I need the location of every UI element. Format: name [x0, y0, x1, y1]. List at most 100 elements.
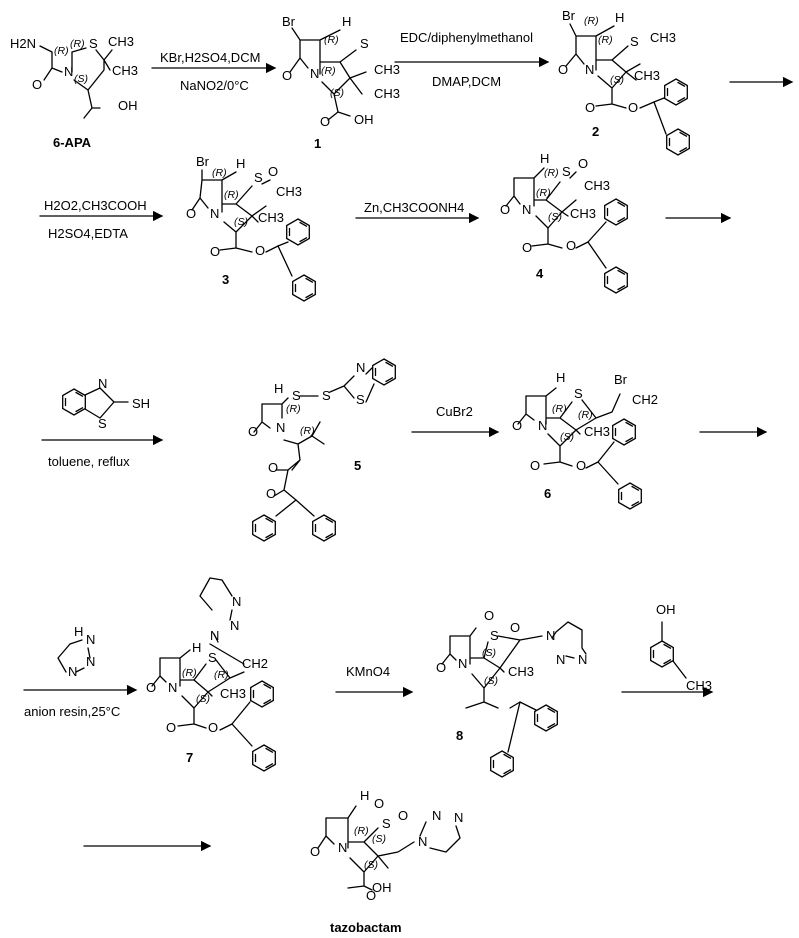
svg-text:O: O [628, 100, 638, 115]
svg-text:H: H [74, 624, 83, 639]
svg-text:CH2: CH2 [242, 656, 268, 671]
svg-text:Br: Br [196, 154, 210, 169]
svg-text:CH3: CH3 [112, 63, 138, 78]
svg-text:(S): (S) [372, 833, 386, 845]
compound-2: Br (R) H (R) S CH3 N O (S) CH3 O O 2 [558, 8, 690, 156]
svg-text:O: O [374, 796, 384, 811]
svg-text:(R): (R) [354, 825, 369, 837]
compound-8: O S O (S) N O (S) CH3 N N N 8 [436, 608, 587, 778]
svg-text:(R): (R) [54, 45, 69, 57]
svg-text:6-APA: 6-APA [53, 135, 92, 150]
svg-text:N: N [585, 62, 594, 77]
svg-text:O: O [32, 77, 42, 92]
svg-text:7: 7 [186, 750, 193, 765]
svg-text:(S): (S) [74, 73, 88, 85]
svg-text:N: N [168, 680, 177, 695]
reaction-arrow-7: H N N N anion resin,25°C [23, 624, 138, 719]
svg-text:O: O [522, 240, 532, 255]
svg-text:S: S [98, 416, 107, 431]
svg-text:H: H [360, 788, 369, 803]
svg-text:(R): (R) [324, 34, 339, 46]
svg-text:N: N [68, 664, 77, 679]
compound-tazobactam: H O S O (R) (S) N O (S) O OH N N N tazob… [310, 788, 463, 935]
svg-text:(R): (R) [286, 403, 301, 415]
svg-text:Br: Br [282, 14, 296, 29]
svg-text:O: O [436, 660, 446, 675]
svg-text:N: N [98, 376, 107, 391]
svg-text:CH3: CH3 [220, 686, 246, 701]
svg-text:N: N [578, 652, 587, 667]
svg-text:S: S [382, 816, 391, 831]
svg-text:N: N [432, 808, 441, 823]
svg-text:O: O [366, 888, 376, 903]
svg-text:N: N [458, 656, 467, 671]
svg-text:S: S [574, 386, 583, 401]
svg-text:(S): (S) [234, 216, 248, 228]
reaction-arrow-8: KMnO4 [335, 664, 414, 698]
svg-text:(S): (S) [548, 211, 562, 223]
svg-text:CH3: CH3 [508, 664, 534, 679]
reaction-arrow-2: EDC/diphenylmethanol DMAP,DCM [394, 30, 550, 89]
svg-text:(R): (R) [552, 403, 567, 415]
svg-text:O: O [530, 458, 540, 473]
svg-text:O: O [268, 164, 278, 179]
svg-text:N: N [86, 654, 95, 669]
compound-6apa: H2N (R) (R) (S) S CH3 CH3 N O OH 6-APA [10, 34, 138, 150]
svg-text:S: S [208, 650, 217, 665]
svg-text:tazobactam: tazobactam [330, 920, 402, 935]
svg-text:CH3: CH3 [584, 424, 610, 439]
reaction-arrow-3: H2O2,CH3COOH H2SO4,EDTA [39, 198, 164, 241]
svg-text:5: 5 [354, 458, 361, 473]
svg-text:H: H [615, 10, 624, 25]
svg-text:CH2: CH2 [632, 392, 658, 407]
svg-text:CH3: CH3 [686, 678, 712, 693]
svg-text:(R): (R) [182, 667, 197, 679]
svg-text:NaNO2/0°C: NaNO2/0°C [180, 78, 249, 93]
svg-text:H2SO4,EDTA: H2SO4,EDTA [48, 226, 128, 241]
svg-text:O: O [585, 100, 595, 115]
svg-text:H2O2,CH3COOH: H2O2,CH3COOH [44, 198, 147, 213]
svg-text:S: S [360, 36, 369, 51]
svg-text:CH3: CH3 [258, 210, 284, 225]
svg-text:N: N [276, 420, 285, 435]
svg-text:S: S [254, 170, 263, 185]
svg-text:N: N [522, 202, 531, 217]
svg-text:8: 8 [456, 728, 463, 743]
svg-text:CH3: CH3 [276, 184, 302, 199]
svg-text:OH: OH [656, 602, 676, 617]
svg-text:Br: Br [614, 372, 628, 387]
svg-text:S: S [356, 392, 365, 407]
svg-text:O: O [558, 62, 568, 77]
svg-text:O: O [566, 238, 576, 253]
reaction-arrow-4: Zn,CH3COONH4 [355, 200, 480, 224]
svg-text:H: H [274, 381, 283, 396]
svg-text:O: O [210, 244, 220, 259]
svg-text:6: 6 [544, 486, 551, 501]
svg-text:OH: OH [118, 98, 138, 113]
svg-text:H: H [236, 156, 245, 171]
reaction-arrow-6: CuBr2 [411, 404, 500, 438]
svg-text:H2N: H2N [10, 36, 36, 51]
svg-text:O: O [320, 114, 330, 129]
svg-text:O: O [208, 720, 218, 735]
svg-text:OH: OH [372, 880, 392, 895]
svg-text:4: 4 [536, 266, 544, 281]
svg-text:H: H [342, 14, 351, 29]
compound-6: H Br S CH2 (R) (R) N O (S) CH3 O O 6 [512, 370, 658, 510]
svg-text:S: S [292, 388, 301, 403]
svg-text:(R): (R) [578, 409, 593, 421]
svg-text:O: O [576, 458, 586, 473]
svg-text:O: O [146, 680, 156, 695]
svg-text:(R): (R) [584, 15, 599, 27]
svg-text:O: O [512, 418, 522, 433]
svg-text:3: 3 [222, 272, 229, 287]
svg-text:CH3: CH3 [108, 34, 134, 49]
svg-text:H: H [192, 640, 201, 655]
reaction-arrow-1: KBr,H2SO4,DCM NaNO2/0°C [151, 50, 277, 93]
svg-text:S: S [322, 388, 331, 403]
svg-text:N: N [232, 594, 241, 609]
svg-text:(R): (R) [212, 167, 227, 179]
svg-text:N: N [64, 64, 73, 79]
svg-text:CH3: CH3 [650, 30, 676, 45]
